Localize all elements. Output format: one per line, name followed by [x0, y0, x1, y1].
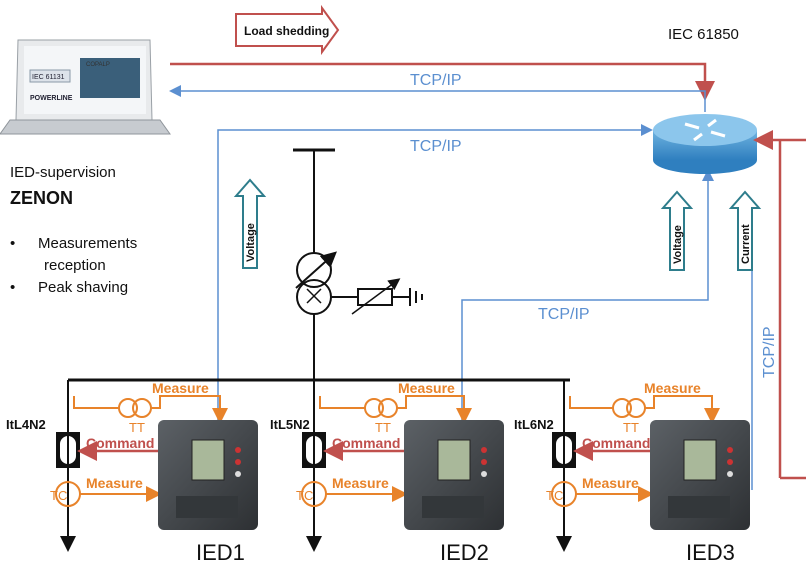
laptop-icon: [0, 39, 171, 135]
tc-label-3: TC: [546, 488, 563, 503]
voltage-label-right: Voltage: [672, 225, 684, 264]
tcp-line-top: [169, 85, 706, 112]
tt-label-1: TT: [129, 420, 145, 435]
command-label-1: Command: [86, 435, 154, 451]
command-label-3: Command: [582, 435, 650, 451]
feeder-1: [55, 380, 228, 552]
breaker-label-1: ItL4N2: [6, 417, 46, 432]
tcp-label-top: TCP/IP: [410, 72, 462, 89]
ied2-device: [404, 420, 504, 530]
laptop-powerline: POWERLINE: [30, 95, 73, 102]
transformer-winding-top: [296, 252, 332, 288]
tc-label-2: TC: [296, 488, 313, 503]
load-shedding-label: Load shedding: [244, 24, 329, 38]
iec-61850-label: IEC 61850: [668, 26, 739, 43]
tcp-line-mid: [217, 124, 653, 420]
bullet-reception: reception: [44, 257, 106, 274]
tcp-line-low: [461, 169, 714, 420]
ied3-device: [650, 420, 750, 530]
laptop-iec: IEC 61131: [32, 74, 65, 81]
ground-icon: [409, 288, 423, 306]
breaker-label-3: ItL6N2: [514, 417, 554, 432]
command-label-2: Command: [332, 435, 400, 451]
ied1-device: [158, 420, 258, 530]
tc-label-1: TC: [50, 488, 67, 503]
bullet-measurements: Measurements: [38, 235, 138, 252]
tt-label-2: TT: [375, 420, 391, 435]
bullet-peak-shaving: Peak shaving: [38, 279, 129, 296]
ied2-label: IED2: [440, 540, 489, 565]
measure-label-3a: Measure: [644, 380, 701, 396]
supervision-name: ZENON: [10, 188, 73, 208]
voltage-label-left: Voltage: [245, 223, 257, 262]
feeder-2: [301, 380, 472, 552]
laptop-brand: COPALP: [86, 62, 110, 68]
breaker-label-2: ItL5N2: [270, 417, 310, 432]
router-icon: [653, 114, 757, 174]
voltage-arrow-right: [660, 190, 694, 271]
tcp-label-low: TCP/IP: [538, 306, 590, 323]
current-label: Current: [740, 224, 752, 264]
measure-label-2b: Measure: [332, 475, 389, 491]
bullet-dot-1: •: [10, 235, 16, 252]
measure-label-3b: Measure: [582, 475, 639, 491]
ied3-label: IED3: [686, 540, 735, 565]
measure-label-2a: Measure: [398, 380, 455, 396]
feeder-3: [551, 380, 720, 552]
tcp-label-mid: TCP/IP: [410, 138, 462, 155]
current-arrow: [728, 190, 762, 271]
load-shedding-arrow: [235, 4, 340, 56]
supervision-title: IED-supervision: [10, 164, 116, 181]
load-shedding-line: [170, 62, 715, 101]
tcp-label-vertical: TCP/IP: [761, 326, 778, 378]
bullet-dot-2: •: [10, 279, 16, 296]
voltage-arrow-left: [233, 178, 267, 269]
measure-label-1a: Measure: [152, 380, 209, 396]
measure-label-1b: Measure: [86, 475, 143, 491]
ied1-label: IED1: [196, 540, 245, 565]
tt-label-3: TT: [623, 420, 639, 435]
